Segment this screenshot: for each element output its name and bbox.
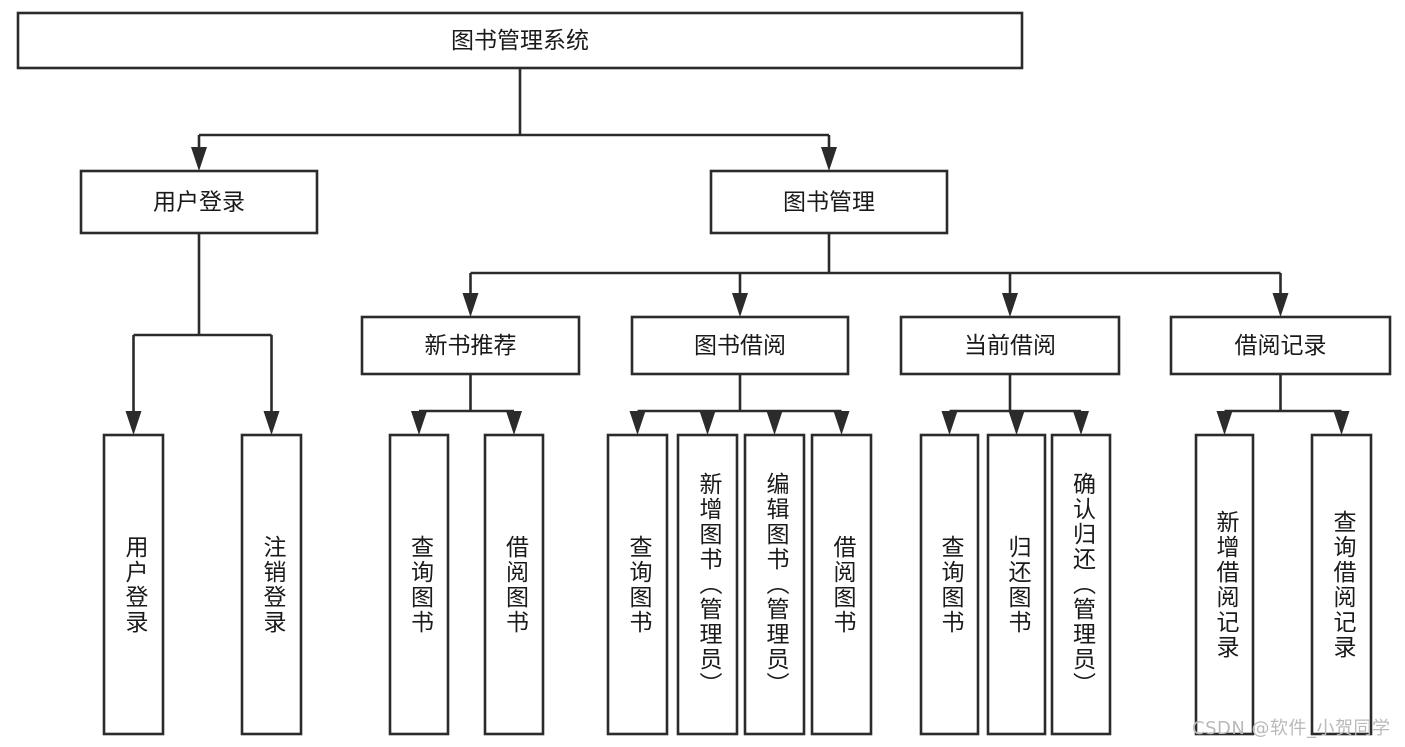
node-label-user-login: 用户登录	[153, 190, 245, 216]
node-box-leaf-add-record[interactable]	[1194, 433, 1255, 736]
watermark-text: CSDN @软件_小贺同学	[1192, 718, 1391, 739]
arrow-head-leaf-add-book-icon	[699, 411, 716, 435]
arrow-head-borrow-record-icon	[1272, 293, 1289, 317]
arrow-head-leaf-query-book-2-icon	[629, 411, 646, 435]
arrow-head-leaf-borrow-book-1-icon	[506, 411, 522, 435]
arrow-head-leaf-confirm-return-icon	[1073, 411, 1089, 435]
arrow-head-leaf-return-book-icon	[1008, 411, 1025, 435]
arrow-head-leaf-query-record-icon	[1333, 411, 1350, 435]
node-label-book-borrow: 图书借阅	[694, 333, 786, 359]
arrow-head-book-borrow-icon	[732, 293, 748, 317]
node-box-leaf-borrow-book-2[interactable]	[810, 433, 873, 736]
node-box-book-manage[interactable]	[709, 169, 949, 235]
node-label-new-book-rec: 新书推荐	[425, 333, 517, 359]
arrow-head-new-book-rec-icon	[462, 293, 479, 317]
node-box-leaf-query-record[interactable]	[1310, 433, 1373, 736]
arrow-head-book-manage-icon	[821, 147, 837, 171]
arrow-head-user-login-icon	[191, 147, 207, 171]
connectors-layer	[125, 68, 1350, 435]
node-box-leaf-return-book[interactable]	[986, 433, 1047, 736]
node-box-new-book-rec[interactable]	[360, 315, 581, 376]
node-box-current-borrow[interactable]	[899, 315, 1121, 376]
arrow-head-leaf-user-login-icon	[125, 411, 142, 435]
node-box-leaf-add-book[interactable]	[676, 433, 739, 736]
arrow-head-leaf-add-record-icon	[1216, 411, 1233, 435]
node-box-leaf-user-login[interactable]	[102, 433, 165, 736]
arrow-head-leaf-borrow-book-2-icon	[833, 411, 850, 435]
node-label-current-borrow: 当前借阅	[964, 333, 1056, 359]
node-box-leaf-logout[interactable]	[240, 433, 303, 736]
arrow-head-leaf-query-book-3-icon	[941, 411, 958, 435]
node-label-borrow-record: 借阅记录	[1235, 333, 1327, 359]
arrow-head-current-borrow-icon	[1002, 293, 1018, 317]
node-label-book-manage: 图书管理	[783, 190, 875, 216]
node-box-leaf-confirm-return[interactable]	[1050, 433, 1112, 736]
node-box-leaf-borrow-book-1[interactable]	[483, 433, 545, 736]
arrow-head-leaf-query-book-1-icon	[411, 411, 427, 435]
arrow-head-leaf-logout-icon	[263, 411, 280, 435]
node-box-user-login[interactable]	[79, 169, 319, 235]
arrow-head-leaf-edit-book-icon	[766, 411, 783, 435]
node-label-root: 图书管理系统	[451, 28, 589, 54]
node-box-leaf-query-book-1[interactable]	[388, 433, 450, 736]
node-box-leaf-query-book-2[interactable]	[606, 433, 669, 736]
node-box-root[interactable]	[16, 11, 1024, 70]
node-box-leaf-query-book-3[interactable]	[919, 433, 980, 736]
node-box-leaf-edit-book[interactable]	[743, 433, 806, 736]
node-box-borrow-record[interactable]	[1169, 315, 1392, 376]
boxes-layer	[16, 11, 1392, 736]
node-box-book-borrow[interactable]	[630, 315, 850, 376]
